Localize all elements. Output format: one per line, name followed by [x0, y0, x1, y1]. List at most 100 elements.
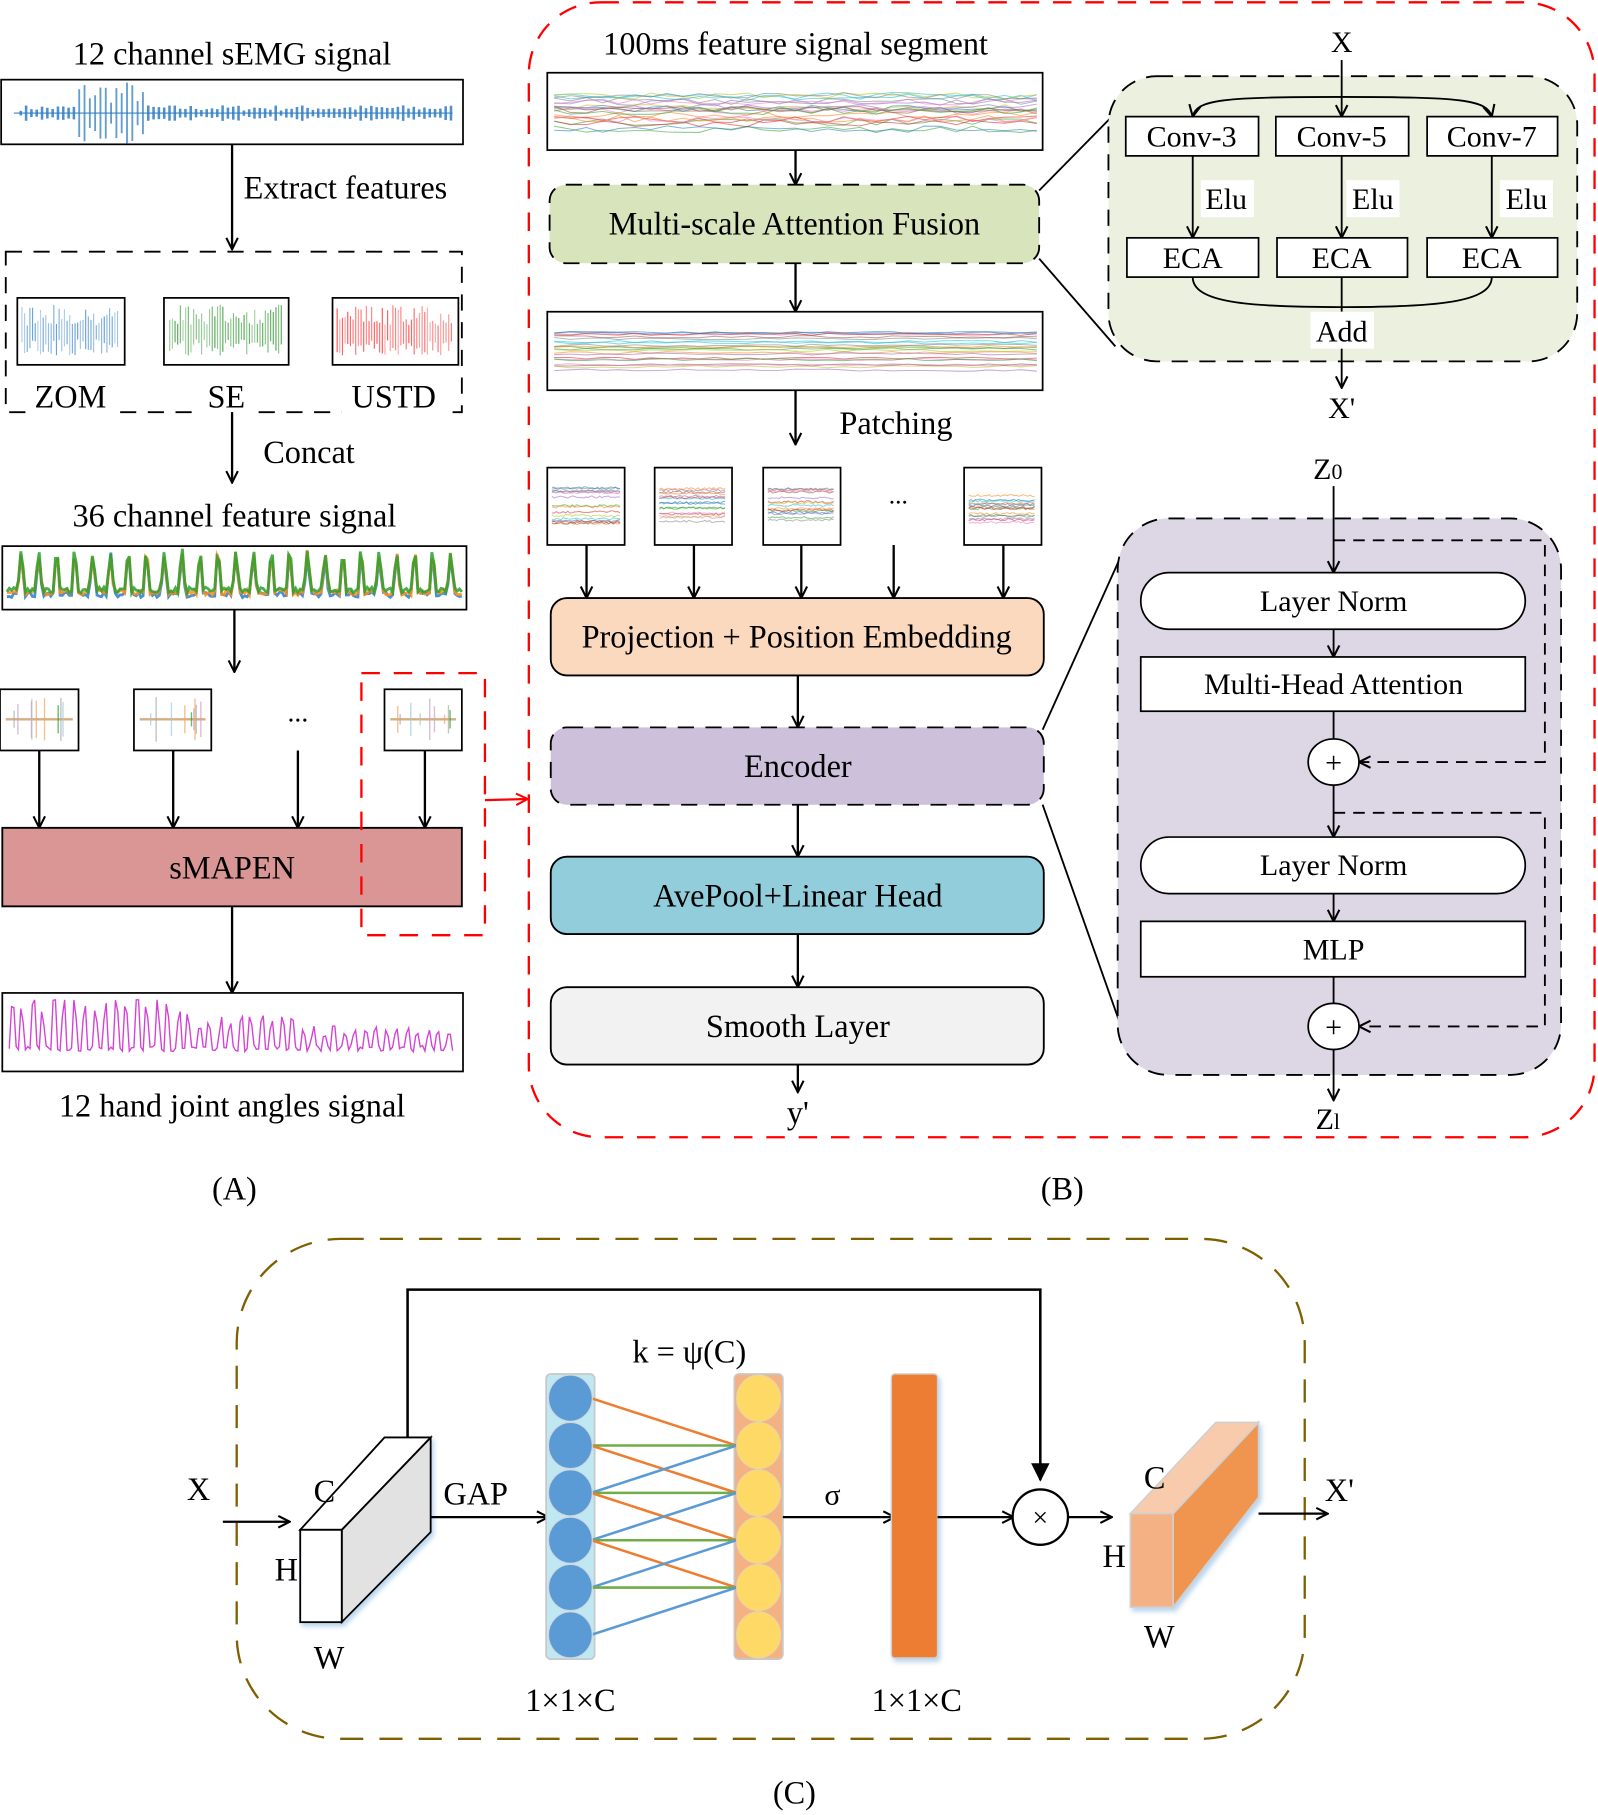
residual-1 [1333, 539, 1546, 762]
channel-trace [551, 519, 621, 524]
channel-trace [767, 515, 834, 520]
channel-trace [554, 119, 1037, 128]
channel-trace [551, 504, 621, 509]
patch-3-plot [767, 487, 834, 522]
add-label: Add [1316, 316, 1368, 349]
channel-trace [767, 518, 834, 522]
channel-trace [554, 107, 1037, 115]
joint-angle-box [1, 992, 464, 1073]
conv-connection-blue [590, 1491, 738, 1542]
add-node-2 [1307, 1002, 1360, 1051]
channel-trace [767, 501, 834, 505]
channel-trace [551, 510, 621, 514]
pooled-node [547, 1469, 593, 1517]
channel-trace [968, 520, 1035, 525]
channel-trace [554, 330, 1037, 335]
channel-trace [659, 486, 726, 491]
channel-trace [554, 114, 1037, 123]
channel-trace [968, 506, 1035, 510]
joint-angle-plot [8, 999, 454, 1054]
channel-trace [551, 490, 621, 495]
kernel-size-label: k = ψ(C) [632, 1333, 746, 1369]
channel-trace [554, 335, 1037, 339]
eca-input-label: X [187, 1471, 210, 1507]
panel-b: 100ms feature signal segment Multi-scale… [527, 1, 1596, 1207]
output-tensor-front [1129, 1512, 1174, 1608]
ustd-label: USTD [352, 379, 436, 415]
channel-trace [551, 504, 621, 508]
sigma-label: σ [824, 1478, 840, 1511]
channel-trace [554, 357, 1037, 362]
channel-trace [554, 104, 1037, 112]
zom-signal-plot [21, 304, 119, 356]
channel-trace [554, 103, 1037, 112]
mha-label: Multi-Head Attention [1204, 668, 1463, 701]
pooled-node [547, 1611, 593, 1659]
layer-norm-1-label: Layer Norm [1260, 585, 1407, 618]
input-tensor [298, 1435, 433, 1625]
channel-trace [767, 488, 834, 492]
smapen-block [1, 826, 463, 908]
channel-trace [659, 512, 726, 516]
eca-label-3: ECA [1462, 242, 1522, 275]
channel-trace [767, 511, 834, 515]
extract-label: Extract features [244, 170, 448, 206]
model-boundary [527, 1, 1596, 1139]
eca-block-3 [1426, 236, 1559, 278]
encoder-zoom-line-top [1041, 539, 1129, 731]
channel-trace [554, 352, 1037, 356]
weights-dim-label: 1×1×C [872, 1682, 962, 1718]
channel-trace [551, 486, 621, 490]
channel-trace [554, 339, 1037, 344]
pooled-node [547, 1563, 593, 1612]
conv-connection-blue [590, 1444, 738, 1495]
channel-trace [968, 498, 1035, 502]
input-tensor-front [299, 1528, 343, 1624]
channel-trace [551, 517, 621, 521]
msaf-output-label: X' [1328, 392, 1355, 425]
channel-weights [890, 1373, 939, 1659]
elu-label-3: Elu [1506, 183, 1548, 216]
encoder-label: Encoder [744, 748, 852, 784]
feature-channel-line [5, 548, 463, 599]
ustd-signal-plot [336, 305, 452, 356]
encoder-zoom-line-bottom [1041, 804, 1124, 1031]
smooth-label: Smooth Layer [706, 1008, 890, 1044]
skip-connection [406, 1288, 1050, 1482]
pooled-node [547, 1516, 593, 1564]
channel-trace [554, 368, 1037, 372]
input-dim-w: W [314, 1639, 345, 1675]
channel-trace [767, 496, 834, 500]
patch-n-plot [968, 493, 1035, 525]
joint-angle-trace [8, 999, 454, 1054]
conv-output-node [736, 1469, 782, 1517]
zom-label: ZOM [35, 379, 107, 415]
conv-5-label: Conv-5 [1297, 121, 1387, 154]
channel-trace [659, 501, 726, 505]
add-node-2-symbol: + [1325, 1011, 1342, 1044]
input-dim-h: H [275, 1552, 298, 1588]
channel-trace [554, 348, 1037, 353]
layer-norm-2-label: Layer Norm [1260, 849, 1407, 882]
msaf-input-label: X [1331, 26, 1353, 59]
output-tensor [1128, 1420, 1261, 1610]
smapen-label: sMAPEN [169, 850, 295, 886]
eca-label-1: ECA [1163, 242, 1223, 275]
channel-trace [767, 506, 834, 511]
channel-trace [659, 497, 726, 501]
elu-label-1: Elu [1205, 183, 1247, 216]
channel-trace [554, 125, 1037, 134]
elu-label-2: Elu [1352, 183, 1394, 216]
feature-signal-title: 36 channel feature signal [72, 497, 396, 533]
channel-trace [968, 493, 1035, 498]
encoder-input-label: Z0 [1313, 453, 1342, 486]
projection-label: Projection + Position Embedding [582, 619, 1012, 655]
channel-trace [554, 365, 1037, 369]
eca-output-label: X' [1325, 1472, 1354, 1508]
channel-trace [968, 518, 1035, 522]
caption-c: (C) [773, 1774, 816, 1810]
msaf-branch-left [1193, 96, 1342, 117]
residual-2 [1333, 811, 1546, 1027]
channel-trace [659, 494, 726, 498]
